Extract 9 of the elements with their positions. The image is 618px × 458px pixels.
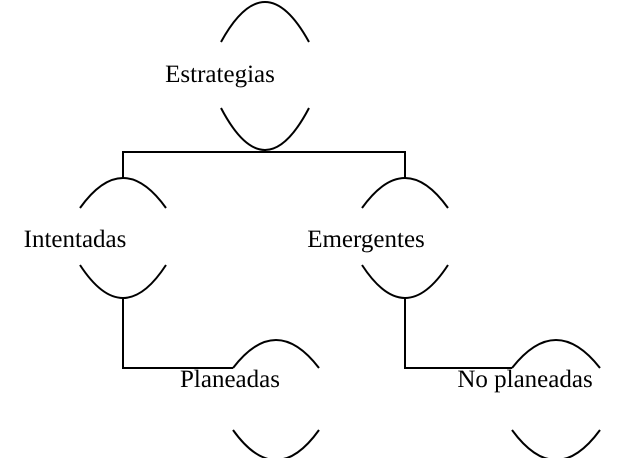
node-label: Emergentes: [307, 225, 425, 255]
node-label: Estrategias: [165, 60, 275, 90]
connector-line: [264, 150, 406, 178]
node-label: Intentadas: [24, 225, 126, 255]
connector-line: [122, 298, 233, 369]
connector-line: [404, 298, 512, 369]
node-label: Planeadas: [180, 365, 280, 395]
node-label: No planeadas: [457, 365, 593, 395]
connector-line: [122, 150, 266, 178]
